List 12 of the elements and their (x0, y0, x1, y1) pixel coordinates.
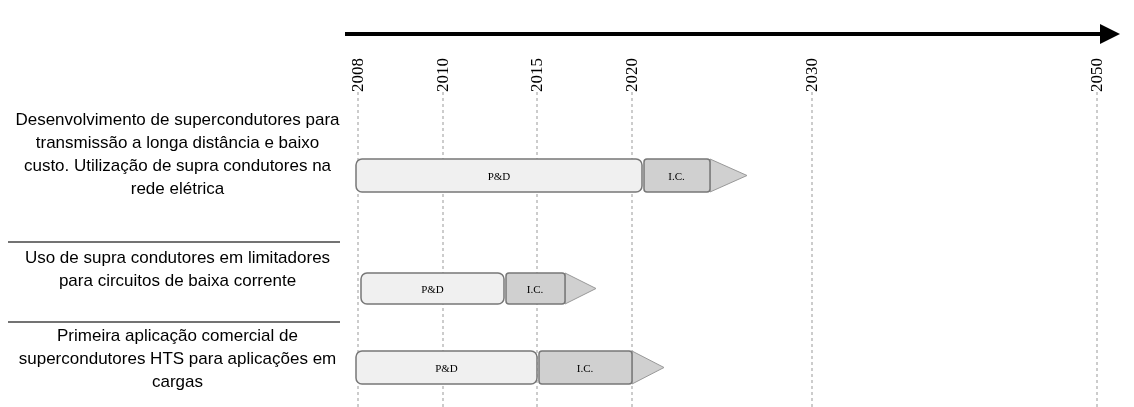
row-description: Uso de supra condutores em limitadores para circuitos de baixa corrente (23, 247, 332, 292)
phase-bar: P&D (360, 272, 505, 305)
year-label: 2020 (623, 58, 640, 92)
row-description: Primeira aplicação comercial de supercondutores HTS para aplicações em cargas (17, 325, 338, 393)
phase-bar: P&D (355, 158, 643, 193)
year-label: 2015 (528, 58, 545, 92)
phase-bar: P&D (355, 350, 538, 385)
year-label: 2010 (434, 58, 451, 92)
row-description: Desenvolvimento de supercondutores para transmissão a longa distância e baixo custo. Utilização de supra condutores na rede elétrica (15, 109, 340, 200)
year-label: 2050 (1088, 58, 1105, 92)
year-label: 2008 (349, 58, 366, 92)
year-label: 2030 (803, 58, 820, 92)
